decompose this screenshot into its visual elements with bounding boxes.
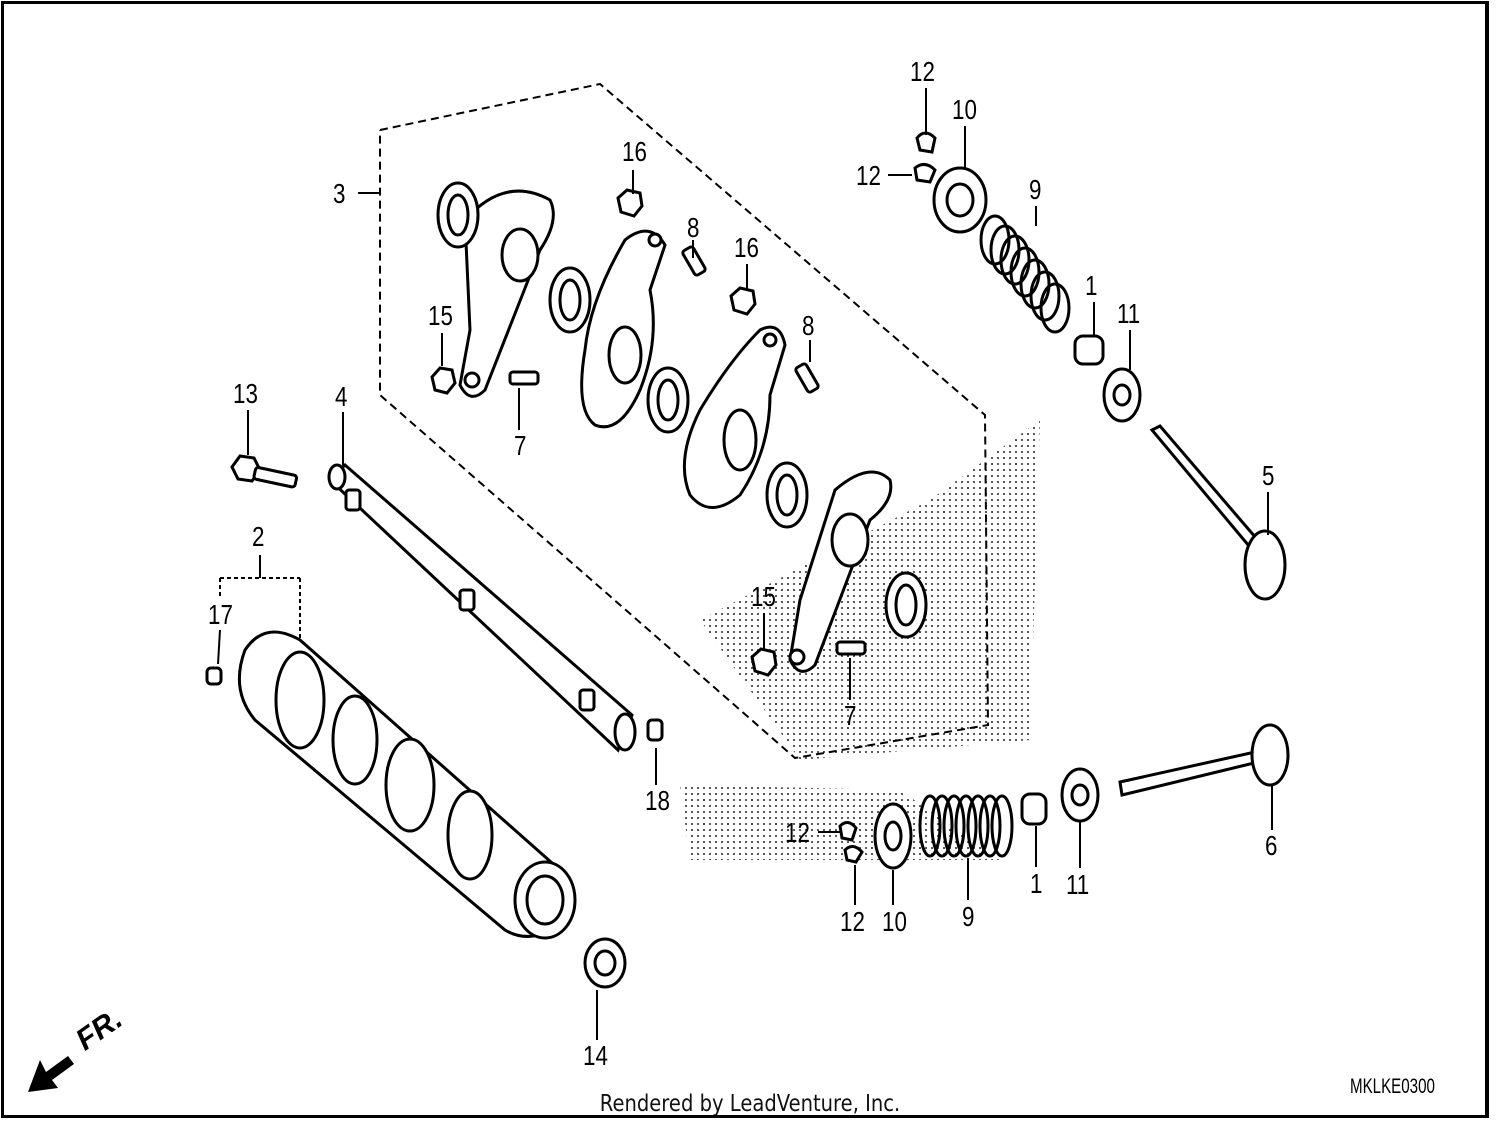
rocker-arm-shaft [327,462,637,753]
rocker-arm-4 [788,470,893,673]
dowel-pin-18 [646,718,664,742]
footer-credit: Rendered by LeadVenture, Inc. [599,1091,901,1117]
front-arrow [28,1056,74,1092]
camshaft [237,630,577,940]
bolt-13 [230,454,299,489]
dowel-pin-17 [205,666,223,686]
callout-7: 7 [844,700,857,731]
callout-11: 11 [1066,869,1090,900]
callout-11: 11 [1117,298,1141,329]
callout-13: 13 [233,378,258,409]
rocker-arm-3 [682,325,787,509]
callout-16: 16 [734,232,759,263]
adjusting-screws [508,245,867,656]
callout-8: 8 [802,310,815,341]
callout-10: 10 [882,906,907,937]
drawing-code: MKLKE0300 [1350,1075,1435,1098]
upper-valve-train [913,131,1287,601]
callout-15: 15 [751,581,776,612]
callout-5: 5 [1262,460,1275,491]
callout-6: 6 [1265,830,1278,861]
rocker-arm-2 [580,229,667,429]
callout-7: 7 [514,430,527,461]
callout-10: 10 [952,94,977,125]
callout-9: 9 [962,901,975,932]
lock-nuts [430,188,778,677]
callout-4: 4 [335,381,348,412]
callout-12: 12 [840,906,865,937]
callout-1: 1 [1030,868,1043,899]
callout-2: 2 [252,521,265,552]
callout-8: 8 [687,212,700,243]
callout-12: 12 [785,817,810,848]
callout-1: 1 [1085,270,1098,301]
callout-17: 17 [208,599,233,630]
callout-9: 9 [1029,174,1042,205]
rocker-group-outline [358,82,990,760]
callout-18: 18 [645,785,670,816]
camshaft-bracket [219,555,301,640]
lower-valve-train [838,723,1290,870]
callout-15: 15 [428,300,453,331]
camshaft-bearing-14 [583,937,627,989]
rocker-washers [436,181,928,639]
callout-12: 12 [856,160,881,191]
callout-12: 12 [910,56,935,87]
callout-3: 3 [333,178,346,209]
leader-lines [217,88,1273,1040]
rocker-arm-1 [458,189,555,398]
callout-14: 14 [583,1040,608,1071]
callout-16: 16 [622,136,647,167]
